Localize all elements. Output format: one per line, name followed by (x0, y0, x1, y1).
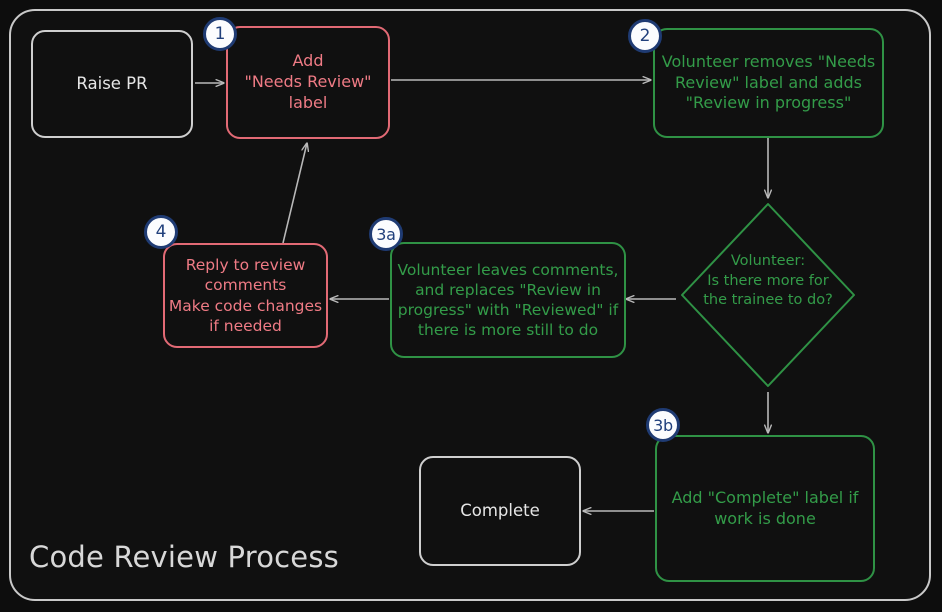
step-badge-3a: 3a (369, 217, 403, 251)
node-complete[interactable]: Complete (419, 456, 581, 566)
node-add-needs-review-label[interactable]: Add "Needs Review" label (226, 26, 390, 139)
node-volunteer-leaves-comments[interactable]: Volunteer leaves comments, and replaces … (390, 242, 626, 358)
node-raise-pr[interactable]: Raise PR (31, 30, 193, 138)
decision-label: Volunteer: Is there more for the trainee… (703, 253, 833, 309)
node-reply-to-review-comments[interactable]: Reply to review comments Make code chang… (163, 243, 328, 348)
step-badge-1: 1 (203, 17, 237, 51)
step-badge-3b: 3b (646, 408, 680, 442)
step-badge-4: 4 (144, 215, 178, 249)
step-badge-2: 2 (628, 19, 662, 53)
node-volunteer-removes-label[interactable]: Volunteer removes "Needs Review" label a… (653, 28, 884, 138)
diagram-title: Code Review Process (29, 540, 339, 574)
node-decision-more-work[interactable]: Volunteer: Is there more for the trainee… (678, 200, 858, 390)
diamond-shape (681, 203, 855, 387)
node-add-complete-label[interactable]: Add "Complete" label if work is done (655, 435, 875, 582)
